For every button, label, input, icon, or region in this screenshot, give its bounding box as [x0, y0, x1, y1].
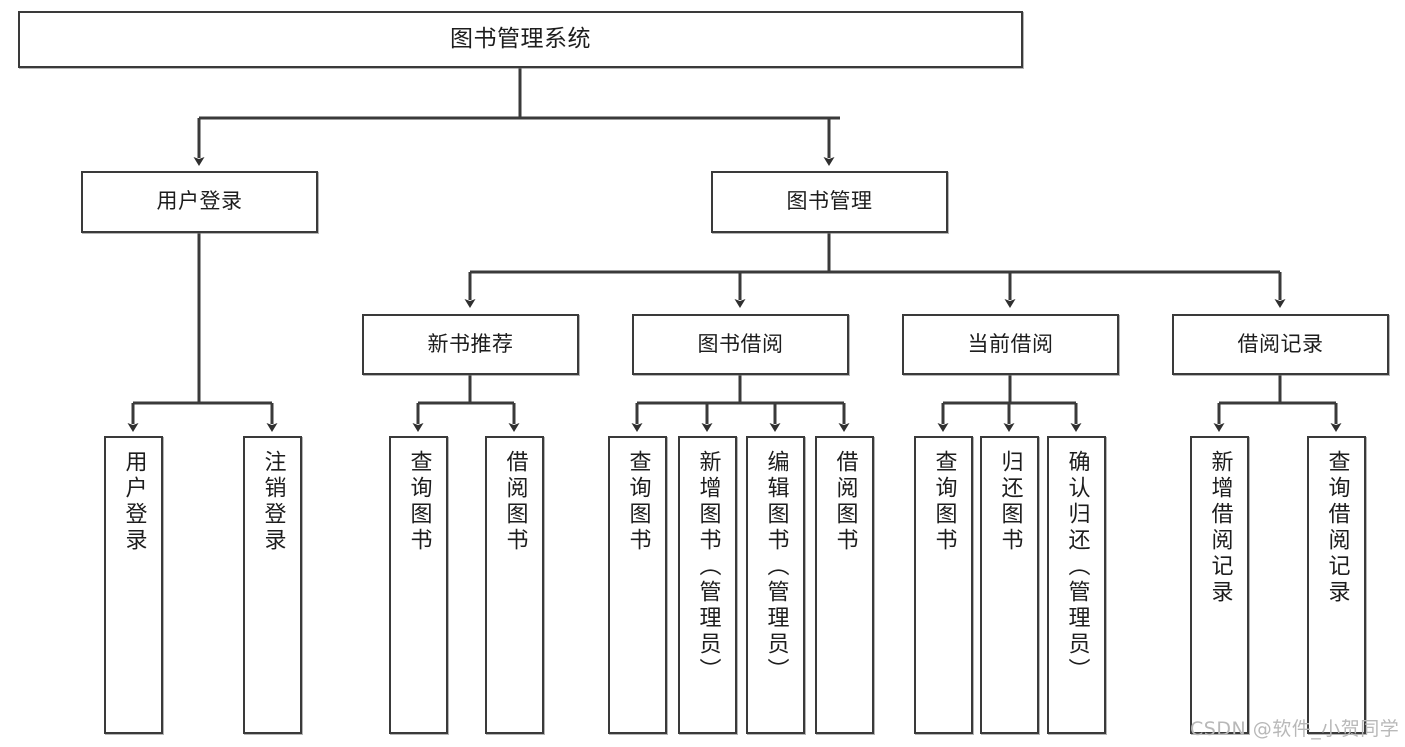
node-label: 图书借阅 — [697, 331, 784, 356]
leaf-book-borrow-query[interactable]: 查询图书 — [608, 436, 667, 734]
leaf-current-borrow-confirm-return[interactable]: 确认归还（管理员） — [1047, 436, 1106, 734]
node-label: 注销登录 — [260, 450, 286, 554]
node-new-book-recommend[interactable]: 新书推荐 — [362, 314, 579, 375]
leaf-book-borrow-borrow[interactable]: 借阅图书 — [815, 436, 874, 734]
leaf-borrow-record-add[interactable]: 新增借阅记录 — [1190, 436, 1249, 734]
leaf-user-login-login[interactable]: 用户登录 — [104, 436, 163, 734]
leaf-book-borrow-add[interactable]: 新增图书（管理员） — [678, 436, 737, 734]
node-label: 用户登录 — [156, 189, 243, 214]
leaf-borrow-record-query[interactable]: 查询借阅记录 — [1307, 436, 1366, 734]
leaf-new-book-borrow[interactable]: 借阅图书 — [485, 436, 544, 734]
leaf-new-book-query[interactable]: 查询图书 — [389, 436, 448, 734]
node-root-system[interactable]: 图书管理系统 — [18, 11, 1023, 68]
node-label: 借阅记录 — [1237, 331, 1324, 356]
csdn-watermark: CSDN @软件_小贺同学 — [1190, 718, 1400, 740]
leaf-current-borrow-return[interactable]: 归还图书 — [980, 436, 1039, 734]
node-label: 用户登录 — [121, 450, 147, 554]
leaf-book-borrow-edit[interactable]: 编辑图书（管理员） — [746, 436, 805, 734]
node-label: 借阅图书 — [502, 450, 528, 554]
node-book-management[interactable]: 图书管理 — [711, 171, 948, 233]
node-label: 图书管理 — [786, 189, 873, 214]
node-label: 新书推荐 — [427, 331, 514, 356]
node-current-borrow[interactable]: 当前借阅 — [902, 314, 1119, 375]
leaf-current-borrow-query[interactable]: 查询图书 — [914, 436, 973, 734]
node-label: 图书管理系统 — [450, 25, 591, 52]
leaf-user-login-logout[interactable]: 注销登录 — [243, 436, 302, 734]
node-label: 新增借阅记录 — [1207, 450, 1233, 606]
node-user-login[interactable]: 用户登录 — [81, 171, 318, 233]
node-book-borrow[interactable]: 图书借阅 — [632, 314, 849, 375]
node-label: 编辑图书（管理员） — [763, 450, 789, 684]
node-label: 当前借阅 — [967, 331, 1054, 356]
node-label: 查询图书 — [931, 450, 957, 554]
node-label: 查询借阅记录 — [1324, 450, 1350, 606]
node-label: 归还图书 — [997, 450, 1023, 554]
node-label: 新增图书（管理员） — [695, 450, 721, 684]
node-label: 确认归还（管理员） — [1064, 450, 1090, 684]
node-label: 查询图书 — [625, 450, 651, 554]
node-label: 查询图书 — [406, 450, 432, 554]
node-borrow-record[interactable]: 借阅记录 — [1172, 314, 1389, 375]
node-label: 借阅图书 — [832, 450, 858, 554]
